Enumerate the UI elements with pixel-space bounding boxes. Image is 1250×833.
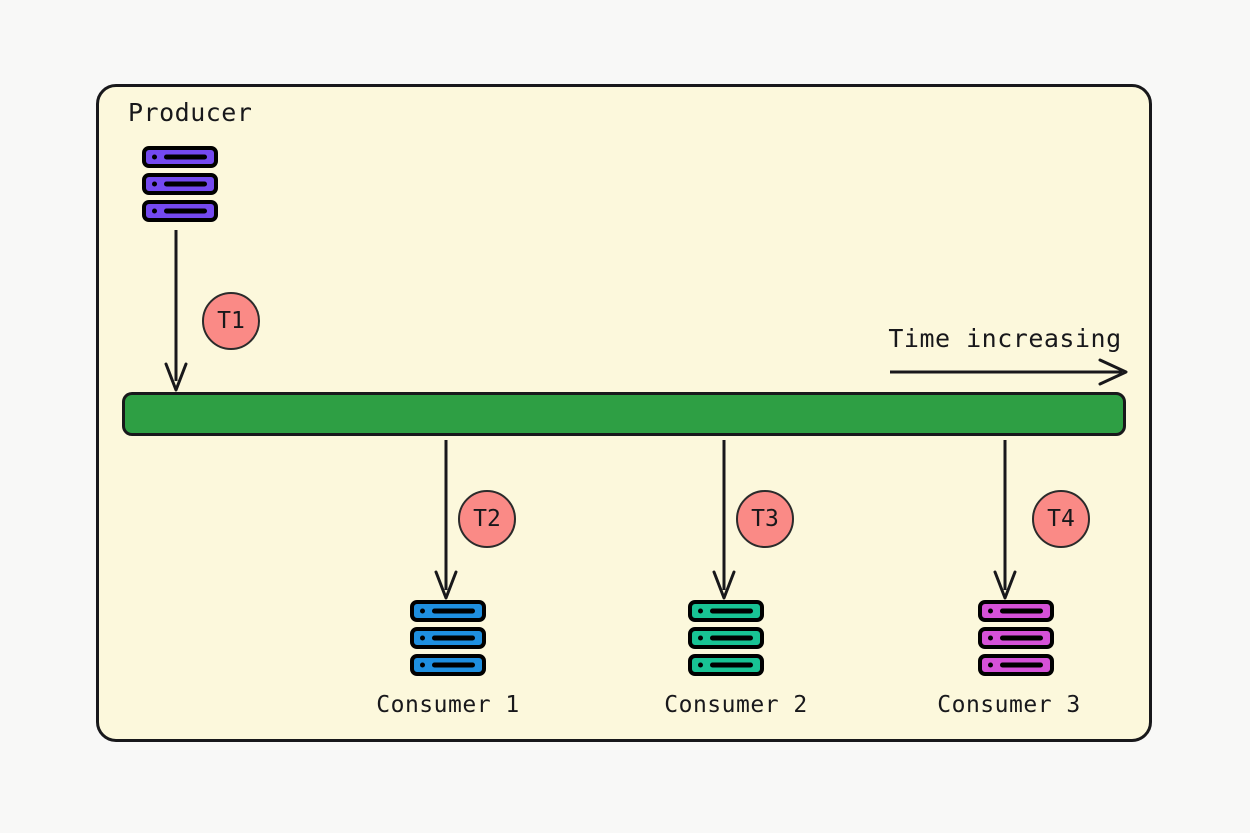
server-slot xyxy=(1000,608,1043,614)
server-led-icon xyxy=(152,208,157,214)
server-bay xyxy=(410,654,486,676)
producer-server-icon xyxy=(142,146,218,222)
badge-t2: T2 xyxy=(458,490,516,548)
time-axis-label: Time increasing xyxy=(888,324,1122,353)
server-slot xyxy=(164,181,207,187)
badge-t1: T1 xyxy=(202,292,260,350)
server-bay xyxy=(978,654,1054,676)
server-bay xyxy=(688,600,764,622)
server-led-icon xyxy=(698,608,703,614)
server-slot xyxy=(432,635,475,641)
server-bay xyxy=(688,654,764,676)
consumer-2-label: Consumer 2 xyxy=(664,692,808,718)
server-bay xyxy=(142,146,218,168)
server-led-icon xyxy=(152,154,157,160)
badge-t3: T3 xyxy=(736,490,794,548)
server-led-icon xyxy=(420,662,425,668)
server-slot xyxy=(710,662,753,668)
server-led-icon xyxy=(988,635,993,641)
server-bay xyxy=(978,600,1054,622)
server-bay xyxy=(688,627,764,649)
server-bay xyxy=(142,173,218,195)
producer-title: Producer xyxy=(128,98,253,127)
consumer-3-server-icon xyxy=(978,600,1054,676)
server-bay xyxy=(142,200,218,222)
server-led-icon xyxy=(988,608,993,614)
server-led-icon xyxy=(698,662,703,668)
consumer-1-label: Consumer 1 xyxy=(376,692,520,718)
server-slot xyxy=(1000,662,1043,668)
server-bay xyxy=(410,627,486,649)
server-bay xyxy=(978,627,1054,649)
consumer-2-server-icon xyxy=(688,600,764,676)
server-slot xyxy=(710,635,753,641)
server-slot xyxy=(432,662,475,668)
server-slot xyxy=(164,154,207,160)
queue-bar xyxy=(122,392,1126,436)
badge-t4: T4 xyxy=(1032,490,1090,548)
server-led-icon xyxy=(420,608,425,614)
server-slot xyxy=(710,608,753,614)
consumer-1-server-icon xyxy=(410,600,486,676)
server-led-icon xyxy=(988,662,993,668)
consumer-3-label: Consumer 3 xyxy=(937,692,1081,718)
server-slot xyxy=(432,608,475,614)
server-led-icon xyxy=(420,635,425,641)
server-slot xyxy=(1000,635,1043,641)
server-bay xyxy=(410,600,486,622)
server-led-icon xyxy=(152,181,157,187)
server-led-icon xyxy=(698,635,703,641)
server-slot xyxy=(164,208,207,214)
